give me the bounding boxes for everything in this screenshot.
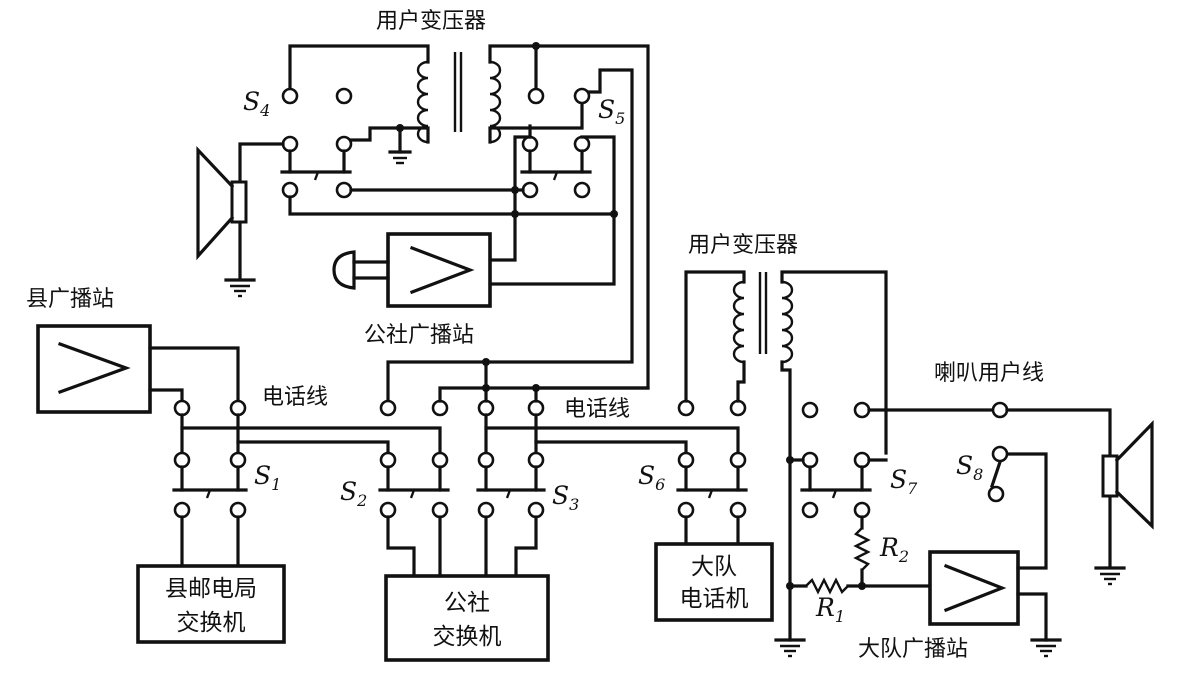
s7-label: S7 — [890, 465, 918, 498]
ground-icon — [224, 278, 256, 298]
resistor-icon — [805, 577, 849, 595]
ground-icon — [1094, 566, 1126, 586]
phone-line-terminals — [173, 358, 747, 417]
county-amplifier — [36, 324, 152, 414]
user-transformer-top-label: 用户变压器 — [376, 9, 486, 34]
brigade-phone-wiring — [684, 515, 740, 546]
loudspeaker-icon — [1101, 420, 1154, 530]
switch-s6: S6 — [638, 451, 748, 519]
county-post-exchange-box: 县邮电局 交换机 — [136, 564, 286, 644]
ground-icon — [388, 150, 412, 165]
speaker-line-wiring — [991, 401, 1112, 568]
svg-text:电话机: 电话机 — [680, 586, 749, 612]
svg-text:公社: 公社 — [444, 590, 490, 616]
svg-text:县邮电局: 县邮电局 — [165, 576, 257, 602]
commune-station-label: 公社广播站 — [364, 323, 474, 348]
r2-label: R2 — [879, 533, 909, 566]
county-wiring — [148, 346, 240, 402]
brigade-phone-box: 大队 电话机 — [654, 542, 774, 622]
amplifier-icon — [409, 245, 475, 295]
svg-text:交换机: 交换机 — [433, 624, 502, 650]
svg-text:交换机: 交换机 — [177, 610, 246, 636]
brigade-amp-wiring — [1006, 452, 1048, 642]
resistor-r1: R1 — [786, 577, 932, 626]
microphone-icon — [332, 250, 390, 290]
s4-s5-cross-wiring — [238, 124, 618, 286]
s3-label: S3 — [552, 481, 579, 514]
brigade-amplifier — [928, 550, 1020, 626]
loudspeaker-icon — [196, 145, 248, 261]
user-transformer-right-label: 用户变压器 — [688, 233, 798, 258]
transformer-icon — [416, 52, 502, 144]
right-transformer-wiring — [684, 270, 888, 586]
switch-bus-wiring — [180, 413, 740, 455]
s6-label: S6 — [638, 461, 665, 494]
switch-s1: S1 — [172, 451, 281, 519]
switch-s3: S3 — [476, 451, 579, 519]
amplifier-icon — [943, 563, 1007, 613]
commune-exchange-wiring — [386, 515, 538, 578]
s7-wiring — [786, 408, 1002, 530]
top-transformer: 用户变压器 — [376, 9, 502, 144]
s1-label: S1 — [254, 461, 281, 494]
s8-label: S8 — [956, 451, 983, 484]
r1-label: R1 — [815, 593, 845, 626]
ground-icon — [774, 638, 806, 658]
transformer-icon — [732, 272, 794, 364]
amplifier-icon — [57, 341, 131, 395]
phone-line-right-label: 电话线 — [564, 397, 630, 422]
commune-exchange-box: 公社 交换机 — [384, 574, 550, 662]
brigade-station-label: 大队广播站 — [858, 637, 968, 662]
resistor-r2: R2 — [853, 527, 909, 588]
county-station-label: 县广播站 — [26, 287, 114, 312]
speaker-user-line-label: 喇叭用户线 — [934, 361, 1044, 386]
s4-label: S4 — [243, 87, 270, 120]
switch-s4: S4 — [243, 87, 353, 199]
svg-text:大队: 大队 — [691, 554, 737, 580]
switch-s7: S7 — [800, 401, 918, 519]
county-exchange-wiring — [180, 515, 240, 568]
resistor-icon — [853, 527, 871, 571]
s2-label: S2 — [340, 477, 367, 510]
switch-s2: S2 — [340, 451, 450, 519]
ground-icon — [1030, 638, 1062, 658]
phone-line-left-label: 电话线 — [262, 385, 328, 410]
commune-amplifier — [386, 232, 492, 308]
s5-label: S5 — [598, 95, 625, 128]
switch-s8: S8 — [956, 445, 1009, 503]
switch-s5: S5 — [520, 87, 625, 199]
